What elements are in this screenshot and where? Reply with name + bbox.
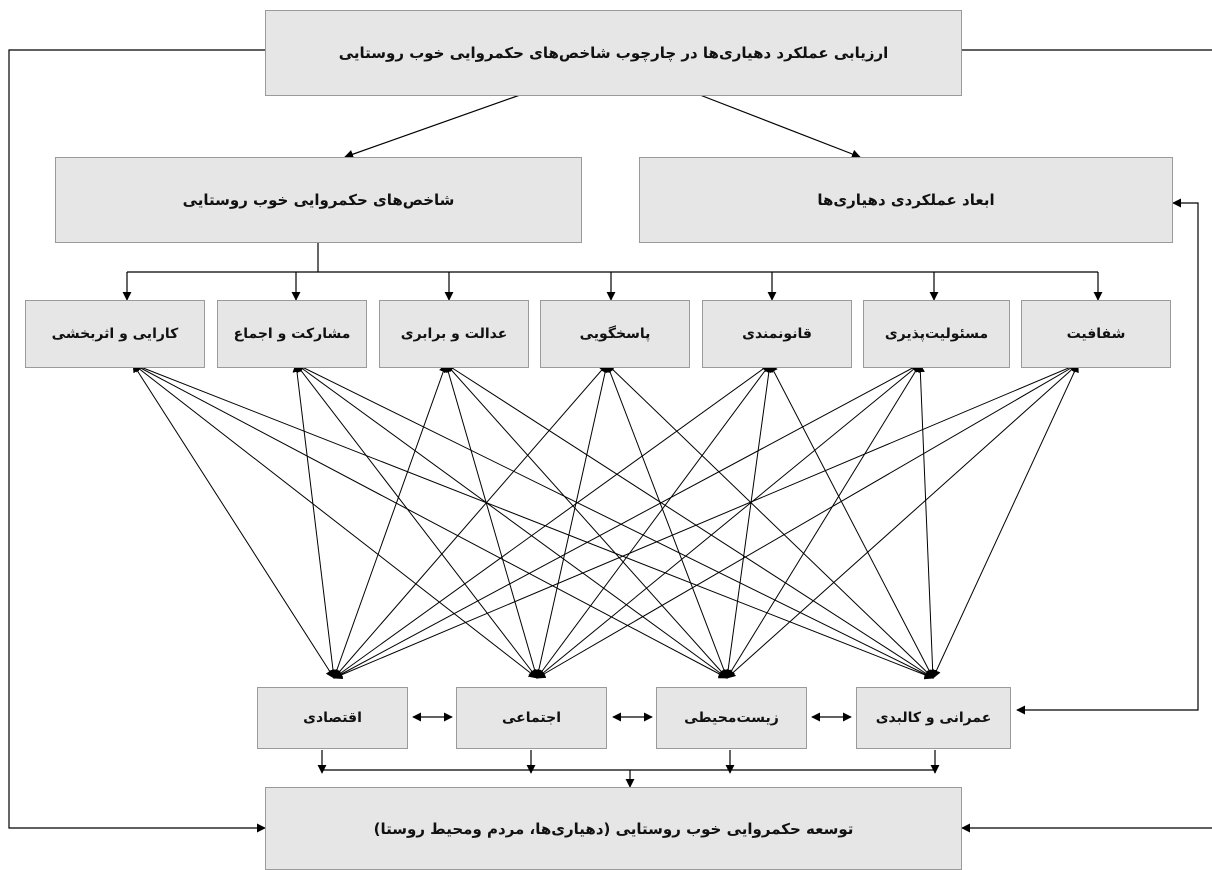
left-loop-arrow xyxy=(8,49,266,833)
left-header-box: شاخص‌های حکمروایی خوب روستایی xyxy=(55,157,582,243)
indicator-label: قانونمندی xyxy=(742,326,812,342)
top-title-box: ارزیابی عملکرد دهیاری‌ها در چارچوب شاخص‌… xyxy=(265,10,962,96)
link-indicator-dimension xyxy=(445,363,728,679)
link-indicator-dimension xyxy=(445,363,934,679)
indicator-box: عدالت و برابری xyxy=(379,300,529,368)
link-indicator-dimension xyxy=(333,363,608,679)
link-indicator-dimension xyxy=(333,363,1079,679)
indicator-box: مشارکت و اجماع xyxy=(217,300,367,368)
right-header-title: ابعاد عملکردی دهیاری‌ها xyxy=(817,191,995,209)
right-inner-loop xyxy=(1016,198,1199,715)
dimension-label: عمرانی و کالبدی xyxy=(875,710,992,726)
link-indicator-dimension xyxy=(295,363,728,679)
indicator-label: کارایی و اثربخشی xyxy=(51,326,179,342)
link-indicator-dimension xyxy=(443,363,540,679)
link-indicator-dimension xyxy=(132,363,538,679)
arrow-top-to-right-header xyxy=(699,94,861,159)
indicator-box: قانونمندی xyxy=(702,300,852,368)
indicator-box: مسئولیت‌پذیری xyxy=(863,300,1010,368)
indicator-box: شفافیت xyxy=(1021,300,1171,368)
link-indicator-dimension xyxy=(723,363,774,679)
indicator-label: مسئولیت‌پذیری xyxy=(884,326,989,342)
dimension-label: اجتماعی xyxy=(502,710,561,726)
bottom-title: توسعه حکمروایی خوب روستایی (دهیاری‌ها، م… xyxy=(373,819,854,838)
link-indicator-dimension xyxy=(295,363,538,679)
indicator-box: پاسخگویی xyxy=(540,300,690,368)
link-indicator-dimension xyxy=(132,363,335,679)
link-indicator-dimension xyxy=(333,363,921,679)
link-indicator-dimension xyxy=(292,363,338,679)
left-header-title: شاخص‌های حکمروایی خوب روستایی xyxy=(182,191,455,209)
dimension-box: زیست‌محیطی xyxy=(656,687,807,749)
link-indicator-dimension xyxy=(605,363,729,679)
bottom-title-box: توسعه حکمروایی خوب روستایی (دهیاری‌ها، م… xyxy=(265,787,962,870)
top-title: ارزیابی عملکرد دهیاری‌ها در چارچوب شاخص‌… xyxy=(338,44,889,62)
link-indicator-dimension xyxy=(769,363,934,679)
link-indicator-dimension xyxy=(915,363,938,679)
dimension-box: اقتصادی xyxy=(257,687,408,749)
dimension-label: اقتصادی xyxy=(303,710,362,726)
link-indicator-dimension xyxy=(932,363,1079,679)
dimension-label: زیست‌محیطی xyxy=(684,710,779,726)
link-indicator-dimension xyxy=(606,363,934,679)
link-indicator-dimension xyxy=(726,363,1079,679)
link-indicator-dimension xyxy=(536,363,1079,679)
indicator-box: کارایی و اثربخشی xyxy=(25,300,205,368)
dimension-box: عمرانی و کالبدی xyxy=(856,687,1011,749)
link-indicator-dimension xyxy=(726,363,921,679)
indicator-label: پاسخگویی xyxy=(579,326,651,342)
indicator-label: مشارکت و اجماع xyxy=(233,326,351,342)
indicator-dimension-links xyxy=(132,362,1079,680)
right-header-box: ابعاد عملکردی دهیاری‌ها xyxy=(639,157,1173,243)
dimension-box: اجتماعی xyxy=(456,687,607,749)
link-indicator-dimension xyxy=(536,363,921,679)
indicator-label: عدالت و برابری xyxy=(400,326,508,342)
link-indicator-dimension xyxy=(333,363,771,679)
link-indicator-dimension xyxy=(132,362,934,680)
indicator-label: شفافیت xyxy=(1066,326,1126,342)
link-indicator-dimension xyxy=(295,363,934,679)
link-indicator-dimension xyxy=(132,363,728,679)
arrow-top-to-left-header xyxy=(344,94,521,159)
